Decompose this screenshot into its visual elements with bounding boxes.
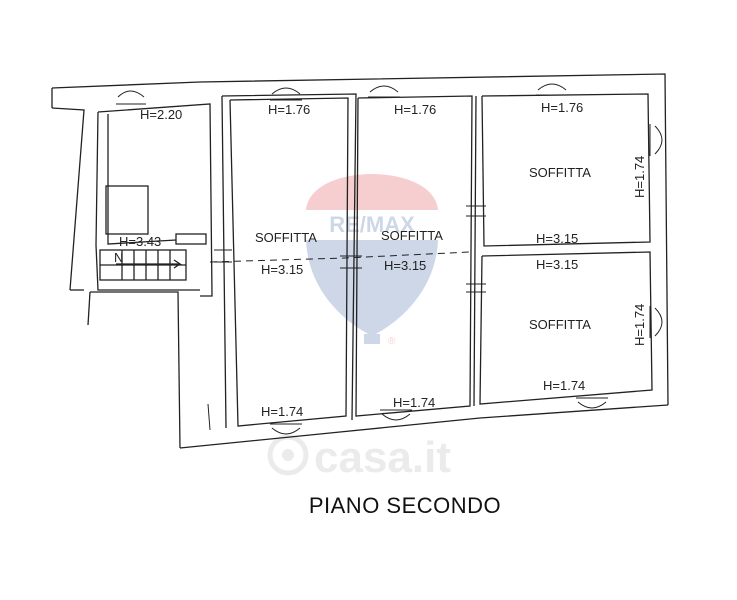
remax-watermark: RE/MAX ® [306,174,438,347]
height-label: H=3.15 [261,262,303,277]
height-label: H=3.15 [384,258,426,273]
door-ticks [207,205,486,431]
height-label: H=1.76 [268,102,310,117]
height-label: H=1.74 [261,404,303,419]
window-icon [380,409,412,421]
closet [105,185,149,235]
window-icon [270,87,302,101]
height-label: H=1.74 [543,378,585,393]
walls [51,73,669,449]
remax-balloon-blue-bottom [306,240,438,336]
height-label: H=1.76 [541,100,583,115]
height-label: H=1.74 [393,395,435,410]
window-icon [116,90,146,105]
casa-logo-text: casa.it [314,433,451,482]
room-4-walls [479,251,653,405]
stair-direction-mark: N [114,250,123,265]
room-label: SOFFITTA [529,165,591,180]
height-label: H=2.20 [140,107,182,122]
window-icon [270,423,302,435]
room-1-walls [229,97,349,427]
neighbour-wall [51,107,85,291]
height-label: H=3.15 [536,257,578,272]
height-label: H=1.74 [632,156,647,198]
window-icon [649,306,663,338]
height-label: H=1.74 [632,304,647,346]
windows [116,83,663,435]
labels: H=2.20 H=1.76 H=1.76 H=1.76 H=1.74 H=3.4… [114,100,647,518]
registered-mark: ® [388,336,396,347]
height-label: H=1.76 [394,102,436,117]
height-label: H=3.43 [119,234,161,249]
room-label: SOFFITTA [529,317,591,332]
stair-block-wall [97,103,213,297]
roof-ridge-line [209,251,471,263]
left-lower-wall [90,291,181,449]
window-icon [649,124,663,156]
room-label: SOFFITTA [381,228,443,243]
room-3-walls [481,93,651,247]
outer-wall-bottom [179,404,669,449]
height-label: H=3.15 [536,231,578,246]
window-icon [536,83,568,96]
remax-banner [312,210,432,238]
outer-wall-top [51,73,669,406]
window-icon [368,85,400,98]
casa-watermark: casa.it [267,433,451,482]
window-icon [576,397,608,409]
remax-balloon-red-top [306,174,438,210]
room-2-walls [355,95,473,417]
remax-logo-text: RE/MAX [329,212,415,237]
floor-title: PIANO SECONDO [309,493,501,518]
room-label: SOFFITTA [255,230,317,245]
remax-basket [364,334,380,344]
